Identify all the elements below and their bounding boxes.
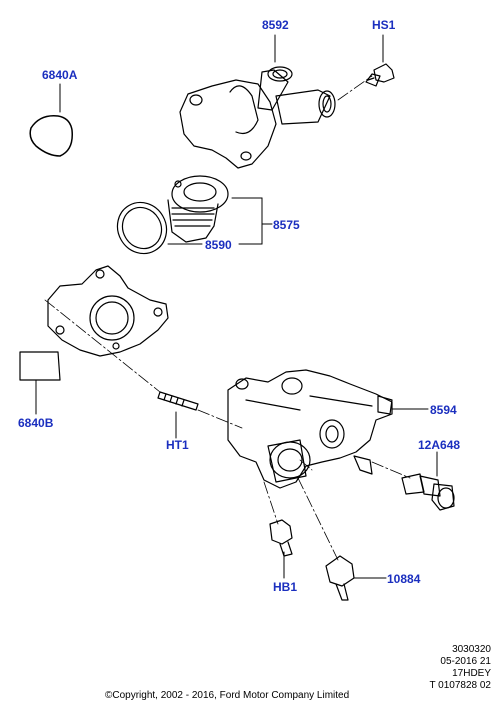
callout-6840b[interactable]: 6840B — [18, 416, 54, 430]
gasket-6840b-shape — [19, 265, 169, 381]
sensor-12a648-shape — [401, 473, 455, 511]
reference-model: 17HDEY — [452, 668, 491, 679]
callout-hb1[interactable]: HB1 — [273, 580, 298, 594]
sender-10884-shape — [325, 555, 355, 601]
callout-8592[interactable]: 8592 — [262, 18, 289, 32]
callout-12a648[interactable]: 12A648 — [418, 438, 461, 452]
housing-cover-8592-shape — [179, 66, 336, 169]
o-ring-8590-shape — [116, 201, 168, 255]
thermostat-8575-shape — [167, 175, 229, 243]
bolt-hs1-shape — [365, 63, 395, 87]
reference-date: 05-2016 21 — [440, 656, 491, 667]
callout-10884[interactable]: 10884 — [387, 572, 421, 586]
stud-ht1-shape — [157, 391, 199, 411]
callout-8575[interactable]: 8575 — [273, 218, 300, 232]
reference-block: 3030320 05-2016 21 17HDEY T 0107828 02 — [429, 644, 491, 692]
callout-hs1[interactable]: HS1 — [372, 18, 396, 32]
reference-code: 3030320 — [452, 644, 491, 655]
bolt-hb1-shape — [269, 519, 293, 557]
callout-8594[interactable]: 8594 — [430, 403, 457, 417]
center-lines — [44, 75, 411, 561]
copyright-notice: ©Copyright, 2002 - 2016, Ford Motor Comp… — [105, 690, 350, 701]
callout-ht1[interactable]: HT1 — [166, 438, 189, 452]
reference-drawing-number: T 0107828 02 — [429, 680, 491, 691]
housing-8594-shape — [227, 369, 393, 489]
seal-6840a-shape — [29, 115, 73, 157]
callout-8590[interactable]: 8590 — [205, 238, 232, 252]
leader-lines — [35, 34, 438, 579]
callout-6840a[interactable]: 6840A — [42, 68, 78, 82]
